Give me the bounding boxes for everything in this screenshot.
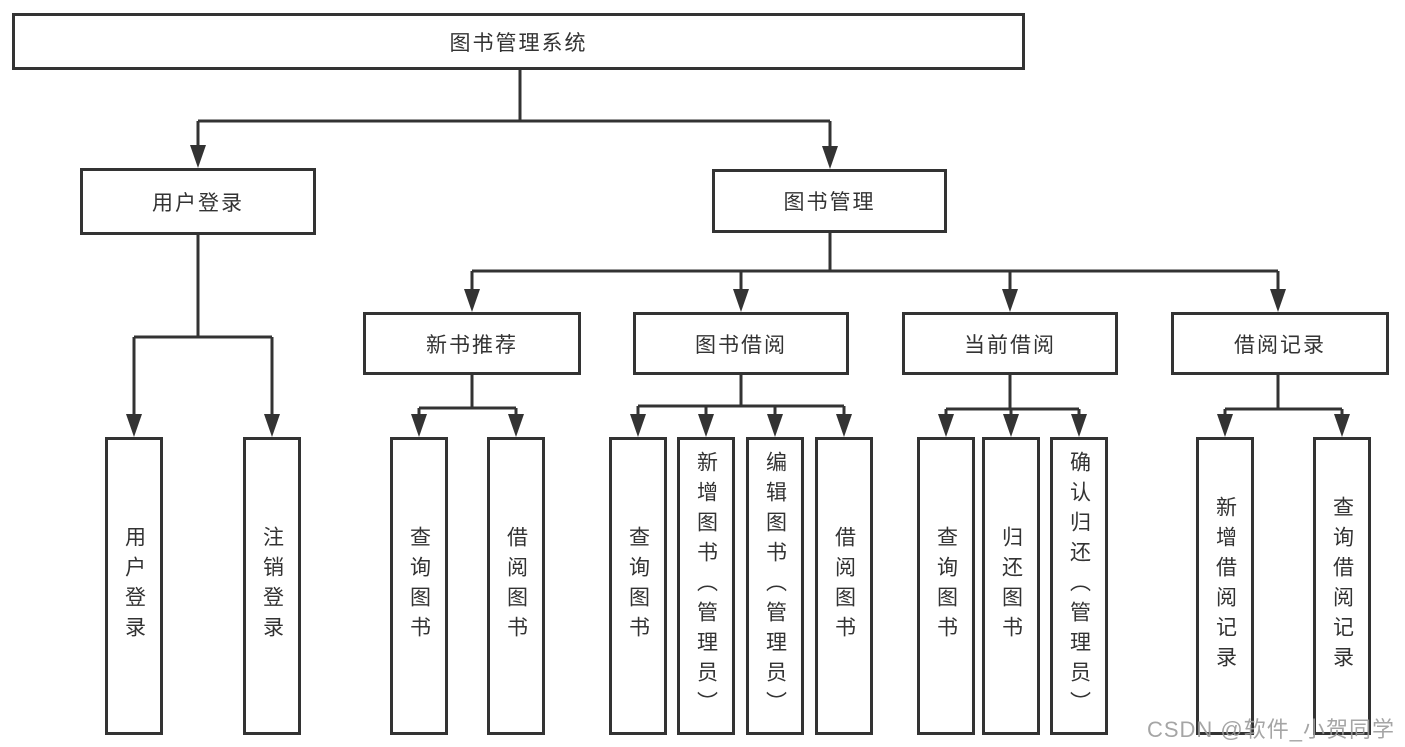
leaf-label: 编辑图书（管理员） — [763, 451, 787, 721]
node-library-management-system: 图书管理系统 — [12, 13, 1025, 70]
node-label: 新书推荐 — [426, 333, 518, 357]
node-label: 图书借阅 — [695, 333, 787, 357]
node-book-management: 图书管理 — [712, 169, 947, 233]
node-borrowing-records: 借阅记录 — [1171, 312, 1389, 375]
node-book-borrowing: 图书借阅 — [633, 312, 849, 375]
leaf-bb-query-books: 查询图书 — [609, 437, 667, 735]
leaf-label: 查询图书 — [626, 526, 650, 646]
leaf-bb-borrow-books: 借阅图书 — [815, 437, 873, 735]
leaf-label: 查询图书 — [407, 526, 431, 646]
leaf-user-login: 用户登录 — [105, 437, 163, 735]
leaf-label: 借阅图书 — [504, 526, 528, 646]
node-new-book-recommendation: 新书推荐 — [363, 312, 581, 375]
leaf-label: 新增图书（管理员） — [694, 451, 718, 721]
leaf-bb-add-books-admin: 新增图书（管理员） — [677, 437, 735, 735]
leaf-cb-return-books: 归还图书 — [982, 437, 1040, 735]
leaf-label: 借阅图书 — [832, 526, 856, 646]
leaf-label: 确认归还（管理员） — [1067, 451, 1091, 721]
arrowheads — [126, 145, 1350, 437]
leaf-label: 注销登录 — [260, 526, 284, 646]
csdn-watermark: CSDN @软件_小贺同学 — [1146, 717, 1395, 742]
leaf-nbr-borrow-books: 借阅图书 — [487, 437, 545, 735]
leaf-label: 查询图书 — [934, 526, 958, 646]
connector-stems — [132, 70, 1344, 421]
node-label: 图书管理系统 — [449, 31, 588, 55]
node-label: 用户登录 — [152, 191, 244, 215]
leaf-bb-edit-books-admin: 编辑图书（管理员） — [746, 437, 804, 735]
leaf-br-query-borrow-record: 查询借阅记录 — [1313, 437, 1371, 735]
leaf-label: 查询借阅记录 — [1330, 496, 1354, 676]
leaf-cb-confirm-return-admin: 确认归还（管理员） — [1050, 437, 1108, 735]
leaf-nbr-query-books: 查询图书 — [390, 437, 448, 735]
leaf-label: 新增借阅记录 — [1213, 496, 1237, 676]
leaf-logout-login: 注销登录 — [243, 437, 301, 735]
leaf-label: 用户登录 — [122, 526, 146, 646]
leaf-label: 归还图书 — [999, 526, 1023, 646]
node-user-login: 用户登录 — [80, 168, 316, 235]
node-label: 当前借阅 — [964, 333, 1056, 357]
leaf-br-add-borrow-record: 新增借阅记录 — [1196, 437, 1254, 735]
node-label: 图书管理 — [783, 191, 876, 214]
leaf-cb-query-books: 查询图书 — [917, 437, 975, 735]
node-current-borrowing: 当前借阅 — [902, 312, 1118, 375]
node-label: 借阅记录 — [1234, 333, 1326, 357]
